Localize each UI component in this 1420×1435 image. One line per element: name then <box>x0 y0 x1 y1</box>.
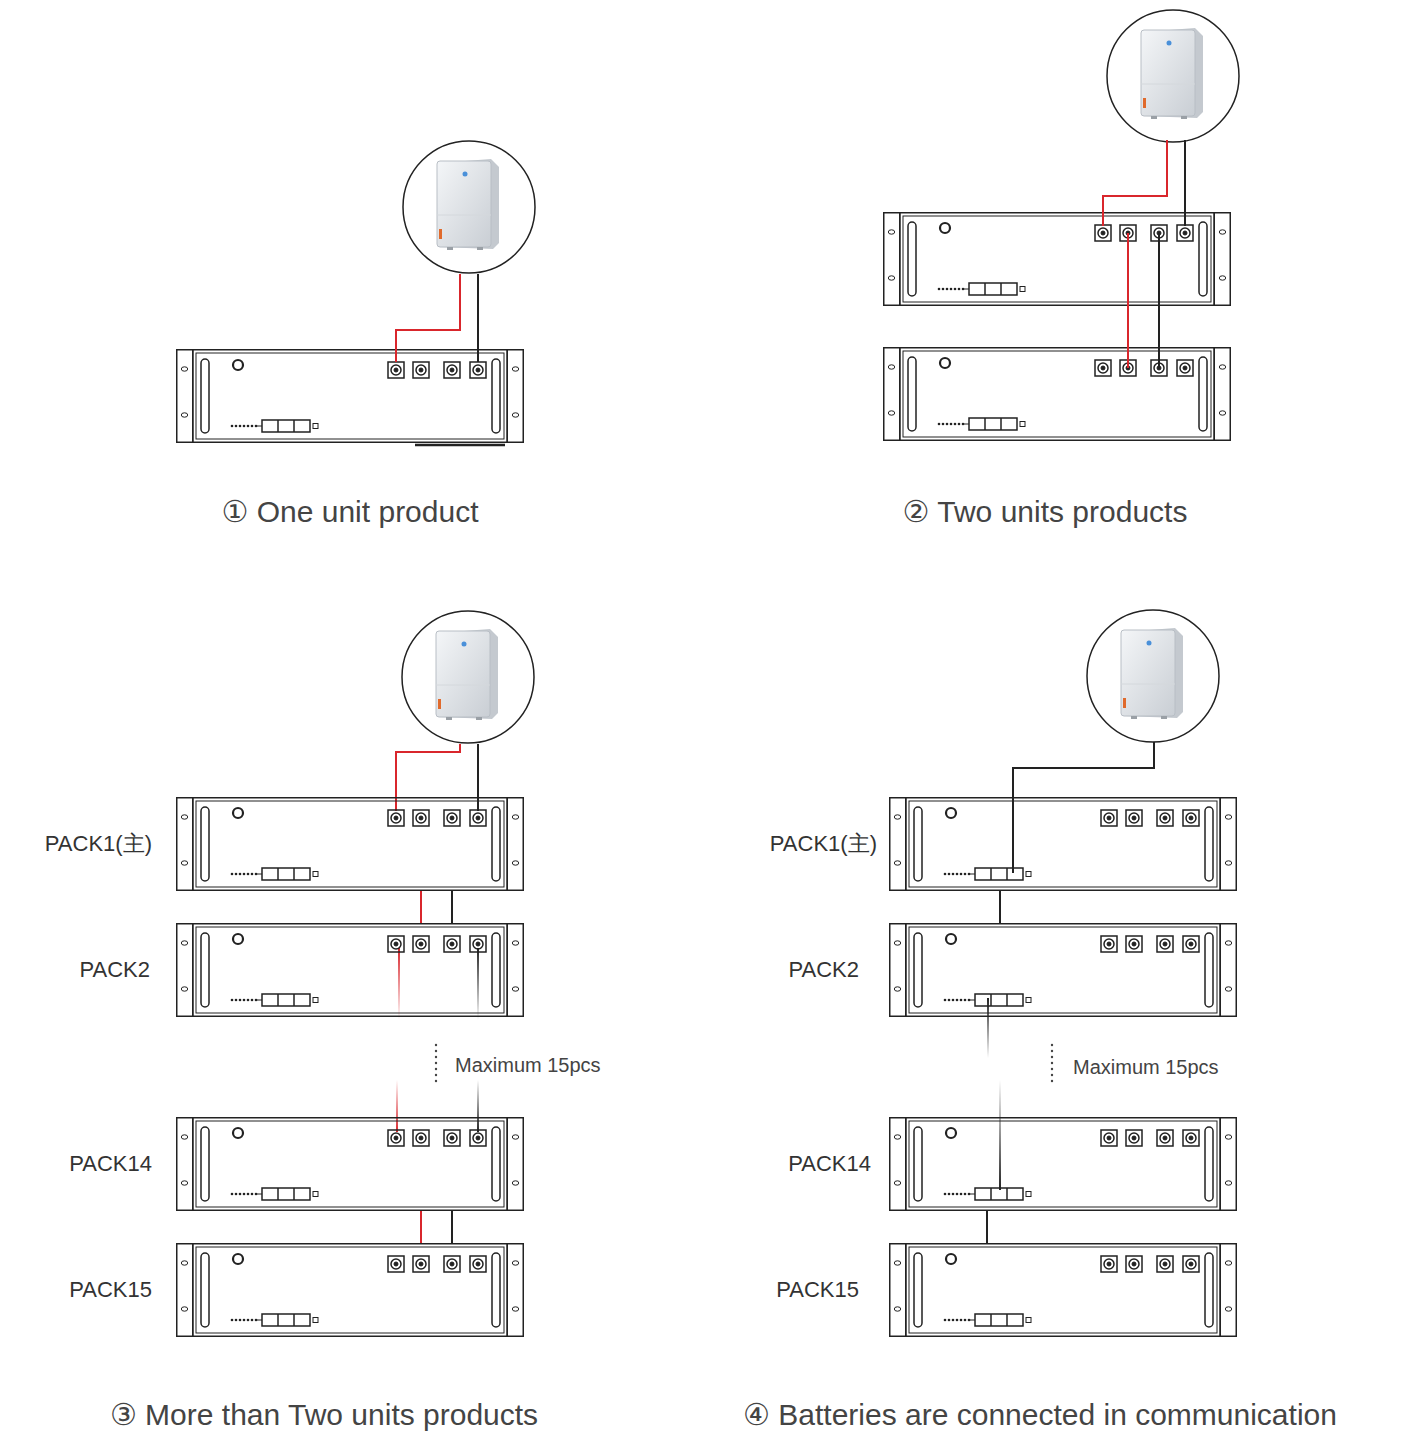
negative-cable <box>477 274 479 362</box>
negative-cable <box>1184 140 1186 226</box>
battery-pack: PACK15 <box>176 1243 524 1337</box>
cable-connector <box>420 891 422 923</box>
pack-label: PACK14 <box>69 1151 152 1177</box>
cable-connector <box>999 891 1001 923</box>
panel-caption: ② Two units products <box>903 494 1188 529</box>
pack-label: PACK15 <box>69 1277 152 1303</box>
cable-connector <box>420 1211 422 1243</box>
communication-cable-fade <box>999 1080 1001 1190</box>
continuation-dots <box>1051 1044 1053 1082</box>
battery-pack: PACK1(主) <box>176 797 524 891</box>
panel-caption: ① One unit product <box>221 494 478 529</box>
inverter-icon <box>1107 10 1239 142</box>
cable-connector <box>451 891 453 923</box>
cable-connector <box>451 1211 453 1243</box>
base-line <box>415 444 505 447</box>
battery-pack: PACK2 <box>889 923 1237 1017</box>
battery-pack: PACK14 <box>889 1117 1237 1211</box>
battery-pack: PACK14 <box>176 1117 524 1211</box>
pack-label: PACK1(主) <box>770 829 877 859</box>
battery-unit <box>176 1117 524 1211</box>
battery-unit <box>889 1117 1237 1211</box>
negative-cable-fade <box>477 1080 479 1132</box>
inverter-icon <box>1087 610 1219 742</box>
quantity-note: Maximum 15pcs <box>1073 1056 1219 1079</box>
battery-pack: PACK1(主) <box>889 797 1237 891</box>
pack-label: PACK1(主) <box>45 829 152 859</box>
positive-link-cable <box>1127 233 1129 368</box>
pack-label: PACK2 <box>788 957 859 983</box>
positive-cable-fade <box>398 948 400 1020</box>
pack-label: PACK14 <box>788 1151 871 1177</box>
communication-cable <box>1013 742 1154 873</box>
battery-unit <box>176 797 524 891</box>
battery-unit <box>177 350 524 443</box>
continuation-dots <box>435 1044 437 1082</box>
cable-connector <box>986 1211 988 1243</box>
panel-caption: ③ More than Two units products <box>110 1397 538 1432</box>
quantity-note: Maximum 15pcs <box>455 1054 601 1077</box>
battery-unit <box>889 923 1237 1017</box>
negative-cable-fade <box>477 948 479 1020</box>
battery-pack: PACK15 <box>889 1243 1237 1337</box>
negative-link-cable <box>1158 233 1160 368</box>
battery-pack: PACK2 <box>176 923 524 1017</box>
positive-cable-fade <box>396 1080 398 1132</box>
pack-label: PACK15 <box>776 1277 859 1303</box>
battery-unit <box>176 1243 524 1337</box>
pack-label: PACK2 <box>79 957 150 983</box>
battery-unit <box>889 1243 1237 1337</box>
communication-cable-fade <box>987 998 989 1058</box>
inverter-icon <box>403 141 535 273</box>
battery-unit <box>889 797 1237 891</box>
inverter-icon <box>402 611 534 743</box>
panel-caption: ④ Batteries are connected in communicati… <box>743 1397 1337 1432</box>
battery-unit <box>884 213 1231 306</box>
battery-unit <box>884 348 1231 441</box>
battery-unit <box>176 923 524 1017</box>
positive-cable <box>396 274 460 362</box>
positive-cable <box>1103 140 1167 226</box>
